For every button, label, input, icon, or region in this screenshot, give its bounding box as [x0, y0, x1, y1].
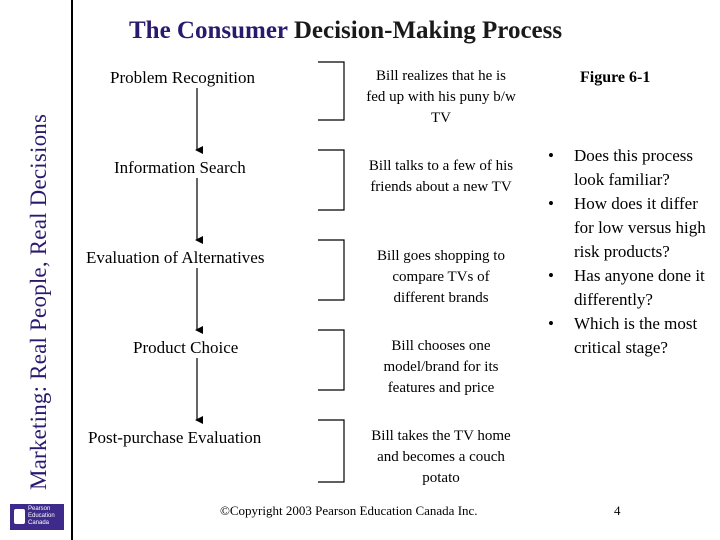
bullet-item: Does this process look familiar?	[548, 144, 720, 192]
slide-title-rest: Decision-Making Process	[287, 17, 563, 44]
step-post-purchase-evaluation: Post-purchase Evaluation	[88, 428, 262, 447]
bracket-1	[318, 61, 345, 121]
figure-label: Figure 6-1	[580, 69, 651, 86]
step-description-4: Bill chooses one model/brand for its fea…	[383, 338, 499, 396]
step-description-5: Bill takes the TV home and becomes a cou…	[371, 428, 511, 486]
step-information-search: Information Search	[114, 158, 246, 177]
bracket-2	[318, 149, 345, 211]
step-product-choice: Product Choice	[133, 338, 239, 357]
bracket-3	[318, 239, 345, 301]
copyright-footer: ©Copyright 2003 Pearson Education Canada…	[220, 503, 478, 518]
publisher-logo: Pearson Education Canada	[10, 504, 64, 530]
step-description-3: Bill goes shopping to compare TVs of dif…	[377, 248, 505, 306]
slide-title-accent: The Consumer	[129, 17, 288, 44]
step-description-1: Bill realizes that he is fed up with his…	[366, 68, 516, 126]
bracket-4	[318, 329, 345, 391]
bullet-item: How does it differ for low versus high r…	[548, 192, 720, 264]
bullet-item: Which is the most critical stage?	[548, 312, 720, 360]
slide-title: The Consumer Decision-Making Process	[129, 17, 562, 45]
discussion-questions: Does this process look familiar? How doe…	[548, 144, 720, 360]
step-evaluation-of-alternatives: Evaluation of Alternatives	[86, 248, 265, 267]
bullet-item: Has anyone done it differently?	[548, 264, 720, 312]
sidebar-divider	[71, 0, 73, 540]
page-number: 4	[614, 503, 621, 518]
bracket-5	[318, 419, 345, 483]
step-description-2: Bill talks to a few of his friends about…	[368, 158, 514, 195]
step-problem-recognition: Problem Recognition	[110, 68, 255, 87]
